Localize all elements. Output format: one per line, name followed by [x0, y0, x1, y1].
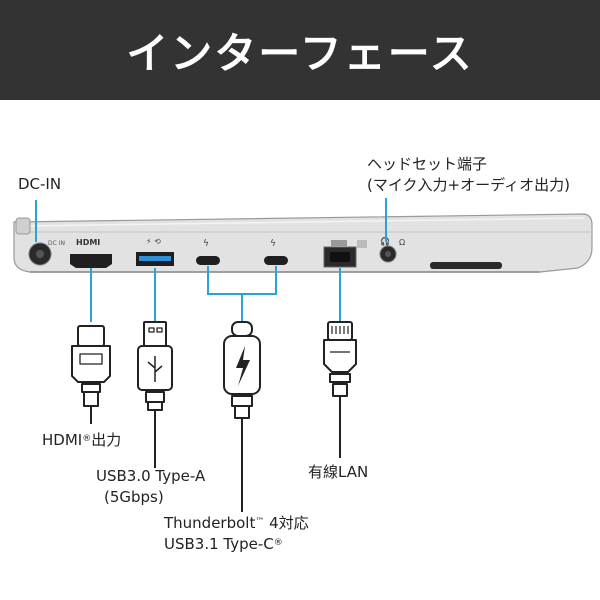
- page-title: インターフェース: [126, 28, 474, 78]
- headset-label-line1: ヘッドセット端子: [367, 155, 488, 173]
- usb-c-port-1: ϟ: [196, 239, 220, 265]
- lan-port: [323, 240, 367, 268]
- lan-label: 有線LAN: [308, 463, 369, 481]
- usb-a-label-line2: (5Gbps): [104, 488, 164, 506]
- hdmi-plug-icon: [71, 325, 111, 424]
- svg-text:ϟ: ϟ: [270, 239, 276, 249]
- callout-lines: [35, 198, 387, 322]
- svg-text:ϟ: ϟ: [203, 239, 209, 249]
- svg-text:Ω: Ω: [399, 238, 405, 247]
- usb-a-label-line1: USB3.0 Type-A: [96, 467, 206, 485]
- usb-a-label: USB3.0 Type-A (5Gbps): [96, 466, 205, 508]
- hdmi-marking: HDMI: [76, 238, 100, 247]
- usb-c-port-2: ϟ: [264, 239, 288, 265]
- thunderbolt-label: Thunderbolt™ 4対応 USB3.1 Type-C®: [164, 513, 309, 555]
- thunderbolt-label-line1: Thunderbolt™ 4対応: [164, 514, 309, 532]
- usb-c-plug-icon: [223, 321, 261, 512]
- usb-a-plug-icon: [137, 321, 173, 468]
- headset-label-line2: (マイク入力+オーディオ出力): [367, 176, 570, 194]
- vent-slot: [430, 262, 502, 269]
- title-banner: インターフェース: [0, 0, 600, 100]
- dc-in-label: DC-IN: [18, 175, 62, 193]
- dc-in-port: DC IN: [28, 240, 65, 266]
- usb-a-port: ⚡ ⟲: [136, 237, 174, 266]
- dc-in-marking: DC IN: [48, 240, 65, 247]
- thunderbolt-label-line2: USB3.1 Type-C®: [164, 535, 283, 553]
- hdmi-label: HDMI®出力: [42, 431, 122, 449]
- svg-text:⚡ ⟲: ⚡ ⟲: [146, 237, 161, 246]
- rj45-plug-icon: [323, 321, 357, 458]
- headset-label: ヘッドセット端子 (マイク入力+オーディオ出力): [367, 154, 570, 196]
- hdmi-port: HDMI: [70, 238, 112, 268]
